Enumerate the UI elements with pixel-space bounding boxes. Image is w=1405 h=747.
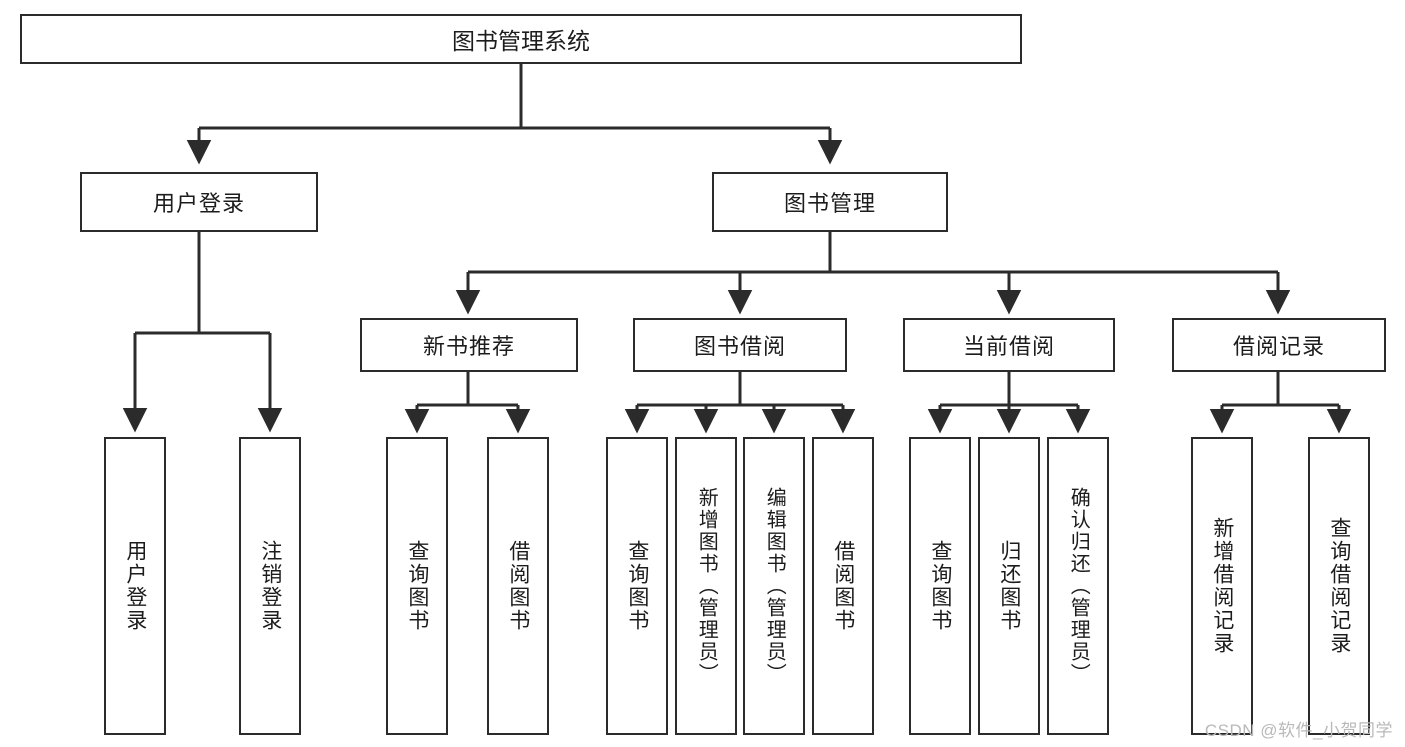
node-current-borrow[interactable]: 当前借阅: [903, 318, 1115, 372]
leaf-borrow-book-recommend[interactable]: 借阅图书: [487, 437, 549, 735]
leaf-label: 编辑图书（管理员）: [763, 487, 786, 685]
node-user-login[interactable]: 用户登录: [80, 172, 318, 232]
leaf-query-book-recommend[interactable]: 查询图书: [386, 437, 448, 735]
leaf-confirm-return-admin[interactable]: 确认归还（管理员）: [1047, 437, 1109, 735]
leaf-borrow-book[interactable]: 借阅图书: [812, 437, 874, 735]
leaf-label: 借阅图书: [831, 540, 855, 632]
leaf-label: 查询图书: [625, 540, 649, 632]
node-root-system[interactable]: 图书管理系统: [20, 14, 1022, 64]
leaf-label: 查询图书: [405, 540, 429, 632]
node-label: 图书借阅: [693, 334, 786, 359]
leaf-label: 注销登录: [258, 540, 282, 632]
node-label: 图书管理系统: [452, 28, 590, 54]
node-label: 借阅记录: [1232, 334, 1325, 359]
leaf-label: 归还图书: [997, 540, 1021, 632]
leaf-query-borrow-record[interactable]: 查询借阅记录: [1308, 437, 1370, 735]
leaf-add-borrow-record[interactable]: 新增借阅记录: [1191, 437, 1253, 735]
leaf-query-book-current[interactable]: 查询图书: [909, 437, 971, 735]
leaf-edit-book-admin[interactable]: 编辑图书（管理员）: [743, 437, 805, 735]
node-label: 图书管理: [783, 191, 876, 216]
node-label: 当前借阅: [962, 334, 1055, 359]
node-label: 用户登录: [152, 191, 245, 216]
node-label: 新书推荐: [422, 334, 515, 359]
leaf-logout[interactable]: 注销登录: [239, 437, 301, 735]
node-book-management[interactable]: 图书管理: [712, 172, 948, 232]
node-new-book-recommend[interactable]: 新书推荐: [360, 318, 578, 372]
leaf-return-book[interactable]: 归还图书: [978, 437, 1040, 735]
leaf-user-login[interactable]: 用户登录: [104, 437, 166, 735]
leaf-add-book-admin[interactable]: 新增图书（管理员）: [675, 437, 737, 735]
leaf-label: 新增借阅记录: [1210, 517, 1234, 655]
node-borrow-record[interactable]: 借阅记录: [1172, 318, 1386, 372]
leaf-label: 用户登录: [123, 540, 147, 632]
leaf-label: 借阅图书: [506, 540, 530, 632]
leaf-label: 新增图书（管理员）: [695, 487, 718, 685]
node-book-borrow[interactable]: 图书借阅: [633, 318, 847, 372]
watermark-text: CSDN @软件_小贺同学: [1204, 721, 1393, 740]
leaf-query-book-borrow[interactable]: 查询图书: [606, 437, 668, 735]
leaf-label: 查询图书: [928, 540, 952, 632]
leaf-label: 查询借阅记录: [1327, 517, 1351, 655]
leaf-label: 确认归还（管理员）: [1067, 487, 1090, 685]
